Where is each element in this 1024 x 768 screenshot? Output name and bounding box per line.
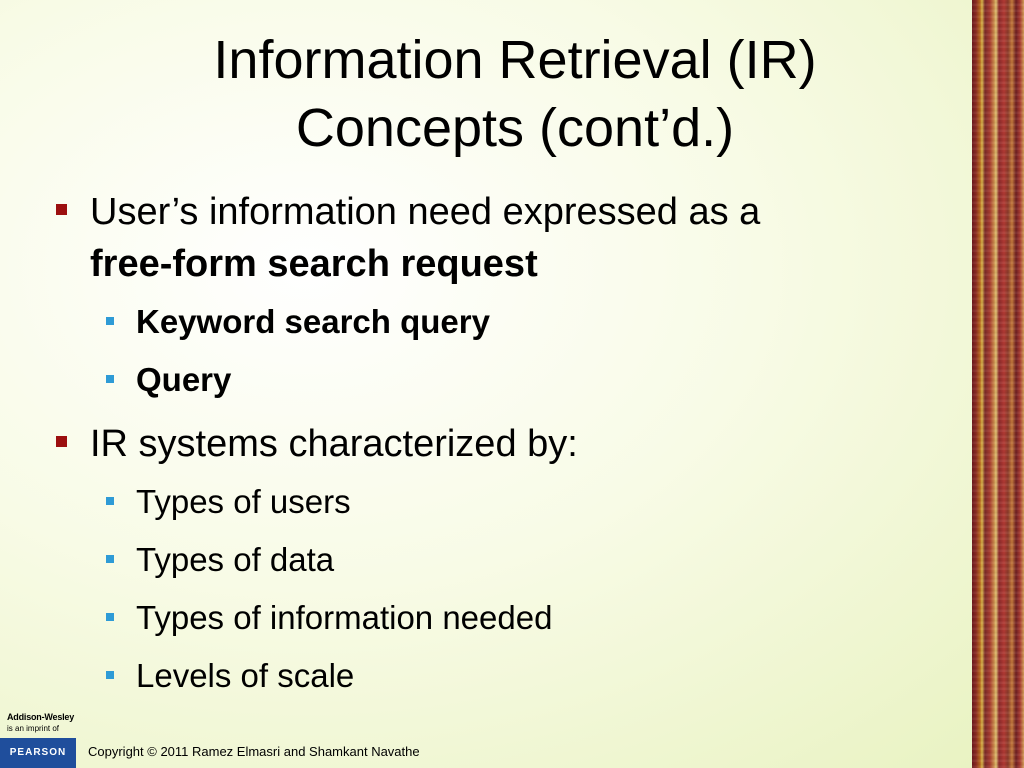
square-bullet-icon xyxy=(56,436,67,447)
slide-title: Information Retrieval (IR) Concepts (con… xyxy=(110,26,920,162)
square-bullet-icon xyxy=(106,555,114,563)
sub-bullet-text: Query xyxy=(136,361,232,398)
sub-bullet-item: Types of data xyxy=(52,540,952,580)
square-bullet-icon xyxy=(106,671,114,679)
square-bullet-icon xyxy=(56,204,67,215)
sub-bullet-item: Query xyxy=(52,360,952,400)
publisher-logo: Addison-Wesley is an imprint of PEARSON xyxy=(0,706,78,768)
sub-bullet-item: Levels of scale xyxy=(52,656,952,696)
bullet-item-2: IR systems characterized by: xyxy=(52,418,952,470)
sub-bullet-text: Types of data xyxy=(136,541,335,578)
sub-bullet-text: Types of information needed xyxy=(136,599,553,636)
bullet-item-2-text: IR systems characterized by: xyxy=(90,423,578,465)
square-bullet-icon xyxy=(106,375,114,383)
sub-bullet-text: Levels of scale xyxy=(136,657,355,694)
slide-title-line2: Concepts (cont’d.) xyxy=(295,98,735,158)
bullet-item-1-bold-text: free-form search request xyxy=(90,243,538,285)
sub-bullet-text: Types of users xyxy=(136,483,351,520)
publisher-name: Addison-Wesley xyxy=(7,712,75,722)
sub-bullet-item: Types of users xyxy=(52,482,952,522)
square-bullet-icon xyxy=(106,613,114,621)
sub-bullet-text: Keyword search query xyxy=(136,303,490,340)
publisher-imprint-text: is an imprint of xyxy=(7,724,60,733)
decorative-side-strip xyxy=(972,0,1024,768)
sub-bullet-item: Types of information needed xyxy=(52,598,952,638)
slide-content: User’s information need expressed as a f… xyxy=(52,186,952,714)
slide-title-line1: Information Retrieval (IR) xyxy=(213,30,817,90)
pearson-logo: PEARSON xyxy=(0,738,76,768)
square-bullet-icon xyxy=(106,497,114,505)
sub-bullet-item: Keyword search query xyxy=(52,302,952,342)
copyright-text: Copyright © 2011 Ramez Elmasri and Shamk… xyxy=(88,744,420,759)
bullet-item-1: User’s information need expressed as a f… xyxy=(52,186,952,290)
square-bullet-icon xyxy=(106,317,114,325)
bullet-item-1-text: User’s information need expressed as a xyxy=(90,191,761,233)
